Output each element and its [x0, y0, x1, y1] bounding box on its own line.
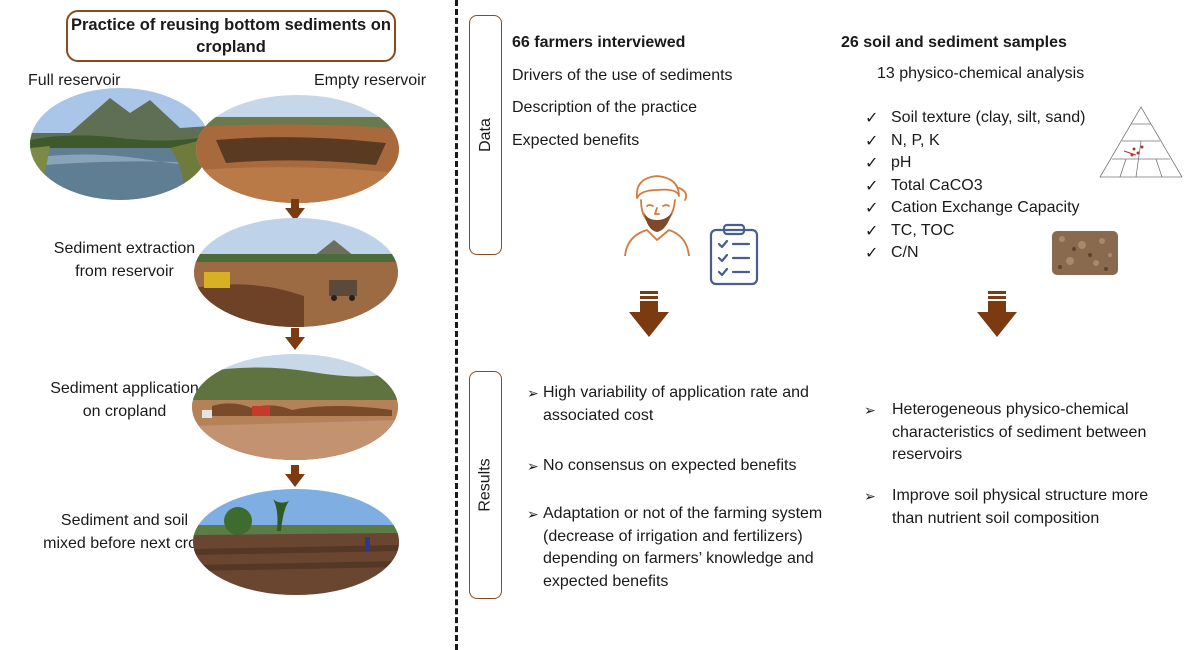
practice-title-box: Practice of reusing bottom sediments on … — [66, 10, 396, 62]
farmer-result-item: ➢ High variability of application rate a… — [527, 382, 837, 427]
step-mixed-label: Sediment and soil mixed before next crop — [43, 512, 206, 552]
mixed-soil-photo — [193, 489, 399, 595]
analysis-label: Cation Exchange Capacity — [891, 199, 1080, 217]
check-icon: ✓ — [865, 245, 879, 263]
check-icon: ✓ — [865, 110, 879, 128]
farmer-result-text: High variability of application rate and… — [543, 384, 809, 424]
analysis-item: ✓ N, P, K — [865, 130, 1085, 153]
extraction-photo — [194, 218, 398, 327]
step-application-label: Sediment application on cropland — [50, 380, 199, 420]
samples-title: 26 soil and sediment samples — [841, 34, 1067, 51]
results-tab-label: Results — [476, 458, 494, 512]
empty-reservoir-photo — [196, 95, 399, 203]
analysis-label: pH — [891, 154, 912, 172]
data-tab: Data — [469, 15, 502, 255]
analysis-item: ✓ Total CaCO3 — [865, 175, 1085, 198]
arrow-bullet-icon: ➢ — [527, 385, 539, 401]
analysis-label: TC, TOC — [891, 221, 955, 239]
check-icon: ✓ — [865, 132, 879, 150]
sample-result-text: Improve soil physical structure more tha… — [892, 487, 1149, 527]
farmer-result-text: Adaptation or not of the farming system … — [543, 505, 823, 590]
soil-sample-photo — [1052, 231, 1118, 275]
flow-arrow-1 — [285, 199, 305, 221]
farmers-item-description: Description of the practice — [512, 99, 697, 116]
farmer-result-text: No consensus on expected benefits — [543, 457, 797, 474]
analysis-label: C/N — [891, 244, 919, 262]
farmer-result-item: ➢ No consensus on expected benefits — [527, 455, 837, 478]
check-icon: ✓ — [865, 155, 879, 173]
clipboard-checklist-icon — [708, 222, 760, 291]
analysis-item: ✓ pH — [865, 152, 1085, 175]
samples-subtitle: 13 physico-chemical analysis — [877, 65, 1085, 82]
check-icon: ✓ — [865, 177, 879, 195]
section-divider — [455, 0, 458, 650]
step-extraction-label: Sediment extraction from reservoir — [53, 240, 196, 280]
flow-arrow-3 — [285, 465, 305, 487]
results-tab: Results — [469, 371, 502, 599]
analysis-item: ✓ C/N — [865, 242, 1085, 265]
flow-arrow-2 — [285, 328, 305, 350]
arrow-bullet-icon: ➢ — [527, 458, 539, 474]
check-icon: ✓ — [865, 222, 879, 240]
application-photo — [192, 354, 398, 460]
arrow-bullet-icon: ➢ — [864, 402, 876, 418]
check-icon: ✓ — [865, 200, 879, 218]
practice-title: Practice of reusing bottom sediments on … — [71, 16, 391, 56]
sample-result-item: ➢ Heterogeneous physico-chemical charact… — [864, 399, 1174, 467]
data-arrow-samples — [977, 291, 1017, 337]
data-tab-label: Data — [476, 118, 494, 152]
empty-reservoir-label: Empty reservoir — [314, 72, 427, 89]
analysis-label: N, P, K — [891, 131, 940, 149]
sample-result-text: Heterogeneous physico-chemical character… — [892, 401, 1147, 463]
analysis-item: ✓ Soil texture (clay, silt, sand) — [865, 107, 1085, 130]
arrow-bullet-icon: ➢ — [527, 506, 539, 522]
farmer-result-item: ➢ Adaptation or not of the farming syste… — [527, 503, 845, 593]
farmers-title: 66 farmers interviewed — [512, 34, 686, 51]
full-reservoir-photo — [30, 88, 210, 200]
sample-result-item: ➢ Improve soil physical structure more t… — [864, 485, 1174, 530]
data-arrow-farmers — [629, 291, 669, 337]
full-reservoir-label: Full reservoir — [28, 72, 121, 89]
arrow-bullet-icon: ➢ — [864, 488, 876, 504]
analysis-label: Total CaCO3 — [891, 176, 983, 194]
analysis-label: Soil texture (clay, silt, sand) — [891, 109, 1086, 127]
farmers-item-drivers: Drivers of the use of sediments — [512, 67, 733, 84]
farmer-icon — [617, 170, 697, 261]
texture-triangle-icon — [1096, 103, 1186, 186]
analysis-checklist: ✓ Soil texture (clay, silt, sand) ✓ N, P, … — [865, 107, 1085, 265]
analysis-item: ✓ Cation Exchange Capacity — [865, 197, 1085, 220]
farmers-item-benefits: Expected benefits — [512, 132, 640, 149]
analysis-item: ✓ TC, TOC — [865, 220, 1085, 243]
